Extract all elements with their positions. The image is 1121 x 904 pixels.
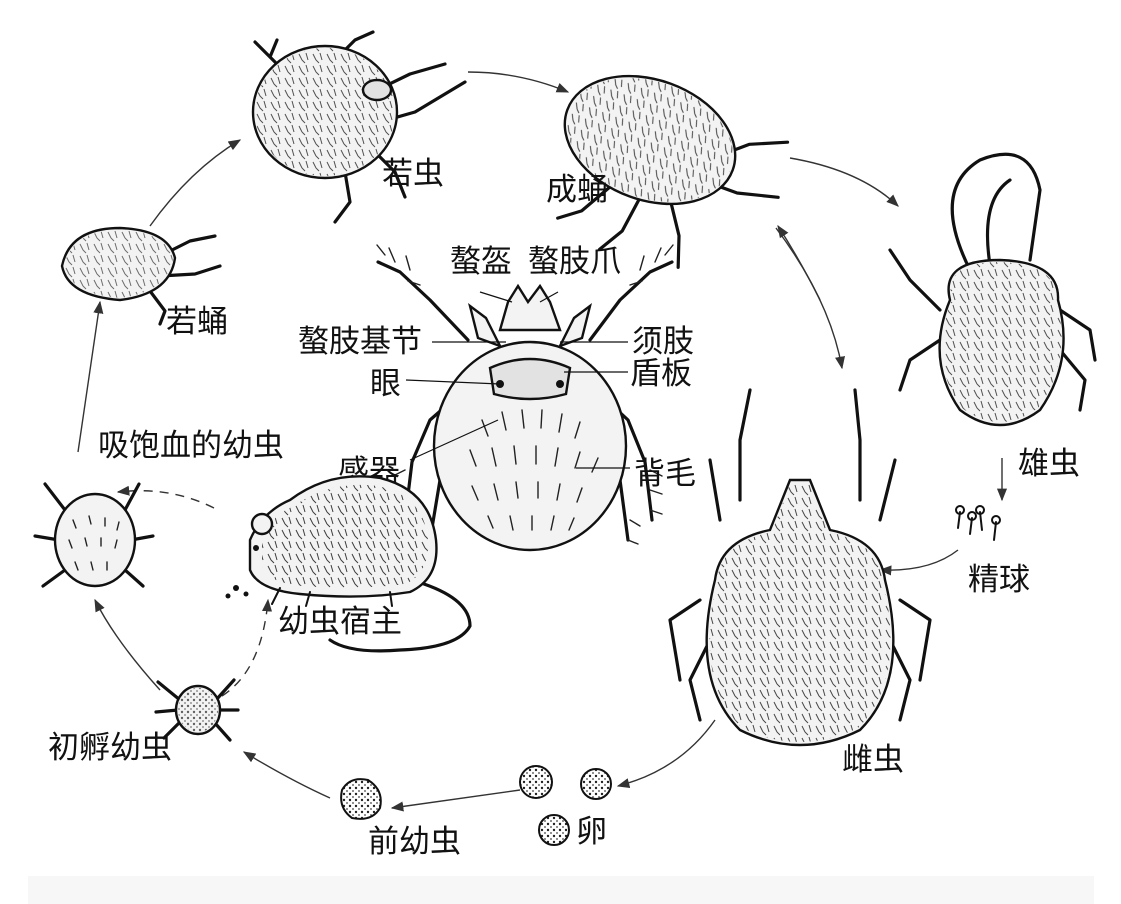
label-scutum: 盾板: [630, 356, 692, 392]
label-newly-hatched-larva: 初孵幼虫: [48, 730, 172, 766]
label-dorsal-setae: 背毛: [634, 456, 696, 492]
label-chelicera-sheath: 螯盔: [450, 244, 512, 280]
arrow-nymph-to-imago-chrysalis: [467, 71, 570, 93]
arrow-larva-to-engorged-larva: [94, 598, 161, 691]
anatomy-pointer-lines: [405, 291, 630, 469]
male-illustration: [888, 152, 1097, 427]
label-nymphochrysalis: 若蛹: [166, 304, 228, 340]
label-larval-host: 幼虫宿主: [278, 604, 402, 640]
label-spermatophore: 精球: [968, 562, 1030, 598]
label-male: 雄虫: [1018, 446, 1080, 482]
arrow-imago-chrysalis-to-female: [775, 227, 845, 370]
arrow-host-to-engorged-larva-dashed: [116, 485, 215, 509]
nymphochrysalis-illustration: [60, 226, 222, 326]
arrow-egg-to-prelarva: [390, 789, 521, 812]
engorged-larva-illustration: [33, 482, 155, 588]
label-chelicera-base: 螯肢基节: [298, 324, 422, 360]
newly-hatched-larva-illustration: [154, 678, 240, 742]
life-cycle-arrows: [77, 71, 1008, 812]
imago-chrysalis-illustration: [556, 74, 790, 269]
label-nymph: 若虫: [382, 156, 444, 192]
larva-anatomy-illustration: [376, 244, 674, 552]
label-prelarva: 前幼虫: [368, 824, 461, 860]
arrow-larva-to-host-dashed: [221, 598, 273, 697]
female-illustration: [668, 388, 932, 747]
label-imago-chrysalis: 成蛹: [546, 172, 608, 208]
label-engorged-larva: 吸饱血的幼虫: [98, 428, 284, 464]
label-chelicera-claw: 螯肢爪: [528, 244, 621, 280]
arrow-imago-chrysalis-to-male: [789, 157, 899, 207]
nymph-illustration: [251, 30, 467, 224]
label-egg: 卵: [576, 814, 607, 850]
arrow-spermatophore-to-female: [878, 549, 959, 576]
arrow-nymphochrysalis-to-nymph: [149, 139, 242, 227]
label-palp: 须肢: [632, 324, 694, 360]
spermatophore-illustration: [955, 505, 1001, 541]
arrow-female-back-to-imago-chrysalis: [777, 224, 821, 301]
arrow-female-to-egg: [616, 719, 716, 789]
label-eye: 眼: [370, 366, 401, 402]
larval-host-illustration: [225, 475, 472, 653]
arrow-prelarva-to-larva: [242, 751, 331, 799]
prelarva-illustration: [340, 778, 382, 820]
label-female: 雌虫: [842, 742, 904, 778]
eggs-illustration: [519, 765, 612, 846]
arrow-engorged-larva-to-nymphochrysalis: [77, 300, 104, 453]
bottom-band: [28, 876, 1094, 904]
